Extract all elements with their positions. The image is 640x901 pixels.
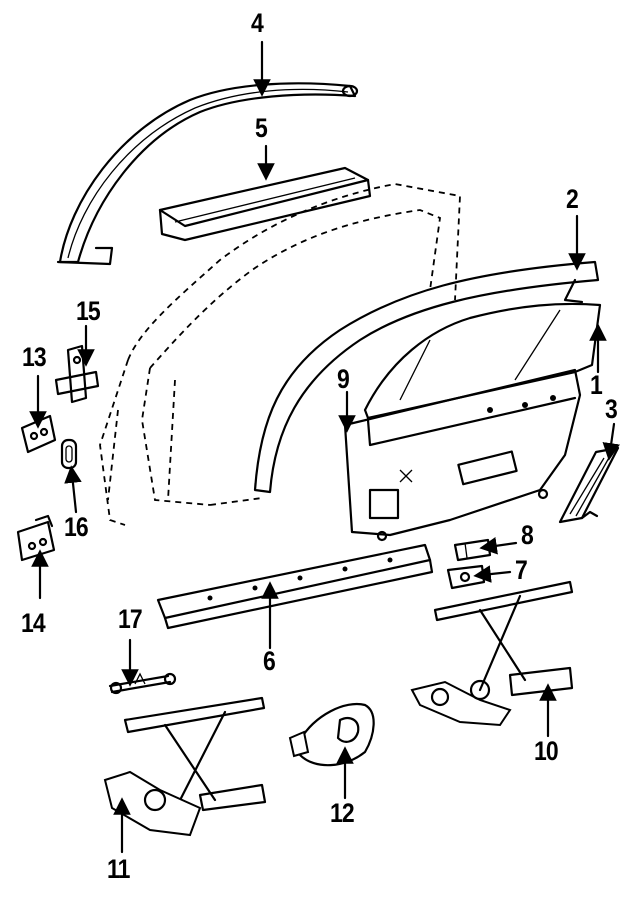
- part-12-motor: [288, 702, 375, 767]
- callout-8: 8: [521, 520, 534, 550]
- callout-11: 11: [107, 854, 130, 884]
- part-6-rocker-molding: [156, 543, 434, 630]
- part-11-window-regulator: [103, 696, 267, 837]
- callout-16: 16: [64, 512, 89, 542]
- part-7-bracket: [446, 564, 486, 590]
- leader-arrows: [29, 40, 620, 854]
- callout-15: 15: [76, 296, 101, 326]
- vehicle-body-outline: [99, 183, 461, 526]
- callout-17: 17: [118, 604, 143, 634]
- part-9-door-panel: [343, 368, 582, 542]
- part-13-hinge: [20, 414, 57, 454]
- part-14-hinge: [16, 514, 56, 562]
- part-16-grommet: [60, 438, 78, 470]
- part-8-bracket: [453, 538, 492, 562]
- callout-9: 9: [337, 364, 350, 394]
- callout-14: 14: [21, 608, 46, 638]
- callout-7: 7: [515, 555, 528, 585]
- part-17-check-link: [108, 672, 177, 695]
- part-2-glass-run-channel: [253, 260, 600, 494]
- callout-3: 3: [605, 394, 618, 424]
- part-3-molding: [558, 446, 620, 524]
- callout-10: 10: [534, 736, 559, 766]
- part-4-frame-molding: [56, 82, 359, 266]
- part-1-door-glass: [363, 302, 602, 420]
- part-15-hinge: [54, 344, 100, 404]
- callout-6: 6: [263, 646, 276, 676]
- part-5-weatherstrip: [158, 166, 372, 242]
- callout-13: 13: [22, 342, 47, 372]
- callout-5: 5: [255, 113, 268, 143]
- callout-1: 1: [590, 370, 603, 400]
- callout-2: 2: [566, 184, 579, 214]
- callout-4: 4: [251, 8, 264, 38]
- callout-12: 12: [330, 798, 355, 828]
- part-10-window-regulator: [410, 580, 574, 727]
